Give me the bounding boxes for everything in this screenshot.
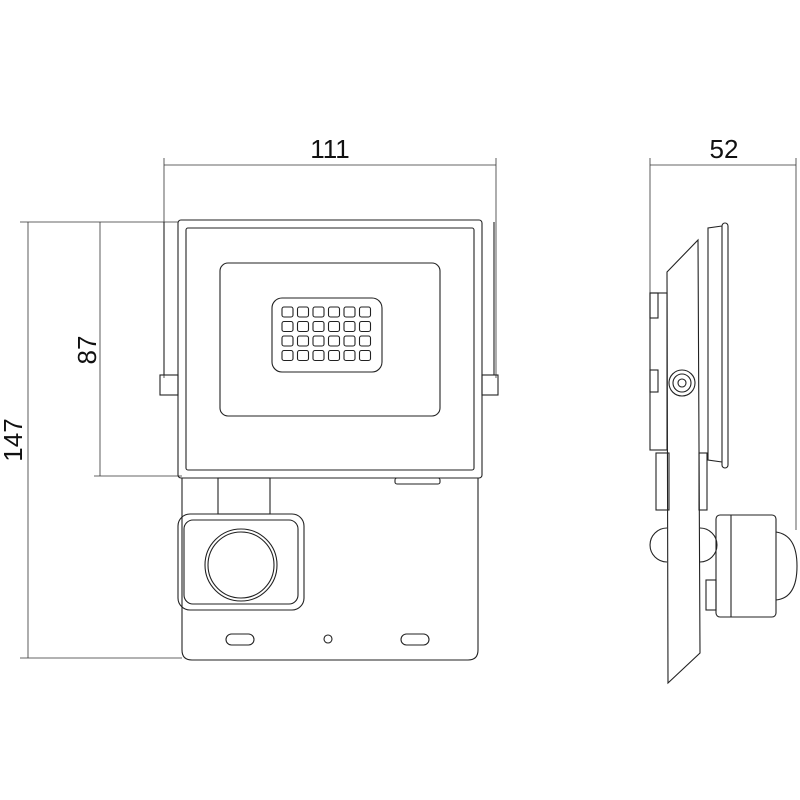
- led-chip: [296, 306, 310, 318]
- led-chip: [296, 335, 310, 347]
- led-chip: [296, 320, 310, 333]
- led-chip: [358, 349, 372, 362]
- led-chip: [327, 335, 341, 347]
- led-chip: [343, 320, 356, 333]
- dimension-depth: 52: [710, 134, 739, 164]
- led-chip: [358, 306, 372, 318]
- dimension-width: 111: [310, 134, 350, 164]
- led-chip: [312, 306, 325, 318]
- led-chip: [312, 320, 325, 333]
- led-chip: [343, 349, 356, 362]
- dimension-head-height: 87: [72, 336, 102, 365]
- led-chip: [312, 349, 325, 362]
- led-chip: [327, 320, 341, 333]
- led-array: [281, 306, 372, 362]
- led-chip: [358, 320, 372, 333]
- led-chip: [327, 349, 341, 362]
- dimension-lines: [20, 158, 797, 659]
- led-chip: [312, 335, 325, 347]
- led-chip: [296, 349, 310, 362]
- dimension-total-height: 147: [0, 418, 28, 461]
- led-chip: [343, 306, 356, 318]
- led-chip: [281, 306, 294, 318]
- side-view: [649, 222, 798, 685]
- led-chip: [327, 306, 341, 318]
- led-chip: [281, 320, 294, 333]
- led-chip: [343, 335, 356, 347]
- front-view: [159, 219, 499, 661]
- led-chip: [281, 349, 294, 362]
- led-chip: [358, 335, 372, 347]
- led-chip: [281, 335, 294, 347]
